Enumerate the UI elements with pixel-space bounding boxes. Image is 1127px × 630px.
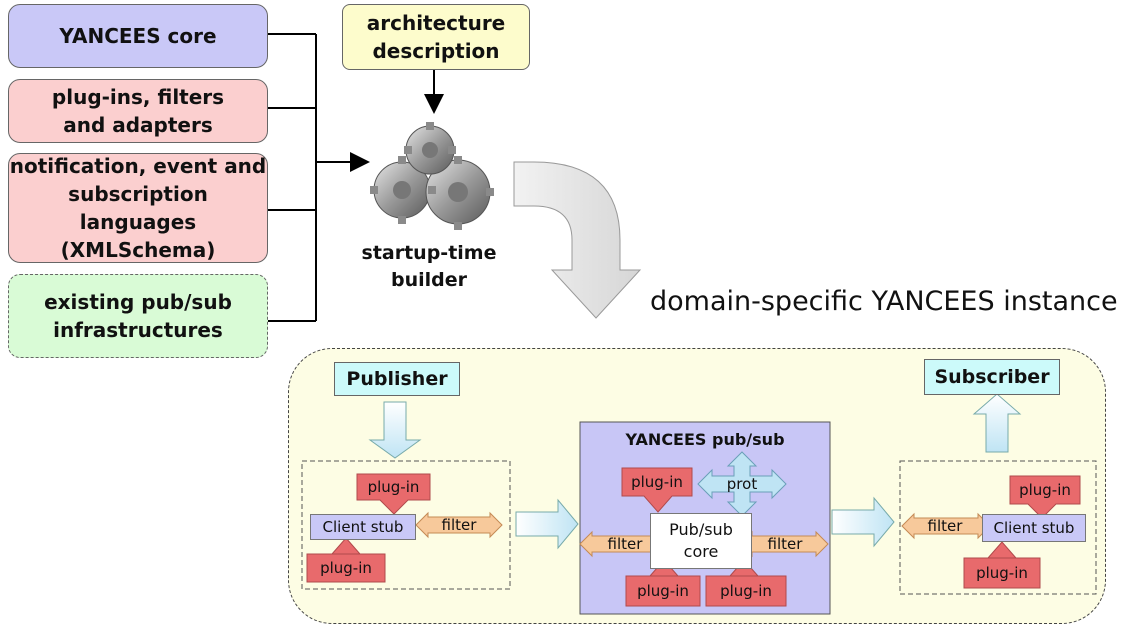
languages-box: notification, event and subscription lan… xyxy=(8,153,268,263)
subscriber-box: Subscriber xyxy=(924,359,1060,395)
yancees-core-box: YANCEES core xyxy=(8,4,268,68)
core-plugin-bottom-left-label: plug-in xyxy=(637,582,689,600)
pubsub-core-box: Pub/sub core xyxy=(650,513,752,569)
publisher-down-arrow xyxy=(368,401,422,459)
core-filter-right-label: filter xyxy=(767,535,803,553)
right-plugin-top-label: plug-in xyxy=(1019,481,1071,499)
left-group-arrows xyxy=(306,473,431,583)
right-group xyxy=(899,460,1097,595)
flow-arrow-right xyxy=(831,496,895,548)
right-filter-label: filter xyxy=(927,517,963,535)
publisher-box: Publisher xyxy=(334,362,460,396)
core-plugin-top-label: plug-in xyxy=(631,473,683,491)
left-filter-label: filter xyxy=(441,516,477,534)
left-filter-arrow xyxy=(415,511,503,539)
right-plugin-bottom-label: plug-in xyxy=(976,564,1028,582)
pubsub-title: YANCEES pub/sub xyxy=(625,430,785,449)
left-plugin-top-label: plug-in xyxy=(367,478,420,496)
instance-title: domain-specific YANCEES instance xyxy=(650,286,1118,317)
right-client-stub: Client stub xyxy=(982,514,1086,542)
subscriber-up-arrow xyxy=(972,393,1022,453)
infrastructures-box: existing pub/sub infrastructures xyxy=(8,274,268,358)
plugins-box: plug-ins, filters and adapters xyxy=(8,79,268,143)
flow-arrow-left xyxy=(515,498,579,550)
core-plugin-bottom-right-label: plug-in xyxy=(720,582,772,600)
core-filter-left-label: filter xyxy=(607,535,643,553)
left-group xyxy=(301,460,511,590)
left-plugin-bottom-label: plug-in xyxy=(320,559,372,577)
gears-icon xyxy=(370,122,494,230)
builder-label: startup-time builder xyxy=(361,242,497,291)
input-connectors xyxy=(268,33,370,322)
architecture-description-box: architecture description xyxy=(342,4,530,70)
big-curved-arrow xyxy=(513,161,642,319)
prot-label: prot xyxy=(726,475,758,493)
left-client-stub: Client stub xyxy=(310,514,416,540)
right-group-arrows xyxy=(963,475,1081,589)
